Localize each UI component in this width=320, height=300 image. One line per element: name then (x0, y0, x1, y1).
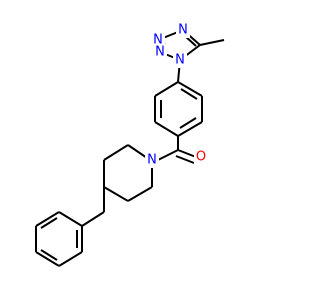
bond-bz-double-3 (40, 217, 58, 229)
bond-bz-c5-c6 (35, 211, 60, 227)
bond-bz-c6-c1 (58, 211, 83, 227)
bond-ph-double-1 (180, 88, 198, 100)
bond-co-1 (177, 149, 197, 158)
svg-text:O: O (196, 150, 206, 165)
bond-carbonyl-n (157, 149, 179, 161)
svg-text:N: N (178, 23, 188, 38)
bond-ph-c4-c5 (154, 121, 179, 137)
bond-pip-c2-c3 (103, 144, 129, 161)
bond-ch2-benzene (81, 211, 105, 227)
svg-text:N: N (147, 153, 157, 168)
svg-text:N: N (155, 45, 165, 60)
bond-bz-c3-c4 (35, 251, 60, 267)
bond-c5-methyl (199, 39, 225, 46)
atom-carbonyl-o: O (194, 149, 208, 165)
bond-pip-c5-c6 (127, 186, 153, 202)
atom-piperidine-n: N (145, 152, 159, 168)
bond-bz-c2-c3 (58, 251, 83, 267)
molecule-structure: N N N N N O (35, 22, 225, 267)
bond-ph-c3-c4 (177, 121, 203, 137)
svg-text:N: N (153, 33, 163, 48)
bond-bz-double-2 (40, 249, 58, 261)
bond-co-2 (175, 155, 195, 164)
bond-ph-c1-c2 (177, 81, 203, 97)
bond-pip-c4-c5 (103, 186, 129, 202)
bond-ph-c6-c1 (154, 81, 179, 97)
svg-text:N: N (175, 53, 185, 68)
atom-tetrazole-n2: N (153, 44, 167, 60)
atom-tetrazole-n1: N (173, 52, 187, 68)
bond-ph-double-2 (179, 117, 197, 129)
atom-tetrazole-n3: N (176, 22, 190, 38)
